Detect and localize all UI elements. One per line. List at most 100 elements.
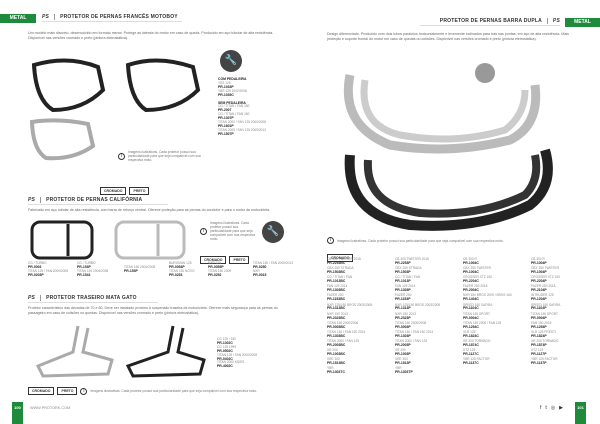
model-name: FAZER 250 2018	[463, 284, 488, 289]
section-description: Um modelo mais discreto, desenvolvido em…	[28, 31, 274, 40]
model-name: XRE 300	[395, 357, 408, 362]
model-name: CBX 250 STRADA	[327, 266, 354, 271]
model-name: NXR 150 2013	[395, 311, 416, 316]
product-code: PR-1303P	[395, 333, 411, 338]
model-name: NXR 150 BROS 2009 / BROS 160	[463, 293, 512, 298]
model-name: YBR 125 FACTOR	[463, 357, 490, 362]
instagram-icon[interactable]: ◎	[550, 405, 556, 411]
product-code: PR-1013P	[395, 279, 411, 284]
product-code: PR-1313BC	[327, 306, 346, 311]
model-name: TITAN 2000 / FAN 125	[395, 338, 428, 343]
youtube-icon[interactable]: ▶	[559, 405, 564, 411]
product-code: PR-1004C	[463, 270, 479, 275]
spec-heading: COM PEDALEIRA	[218, 77, 247, 81]
product-code: PR-1004P	[531, 260, 547, 265]
model-name: FAZER 250	[327, 293, 344, 298]
model-name: TITAN 150 / FAN 150 2014	[395, 329, 434, 334]
chrome-option-button[interactable]: CROMADO	[28, 387, 55, 395]
model-name: TITAN 150 2000 / FAN 125	[463, 320, 502, 325]
chrome-option-button[interactable]: CROMADO	[100, 187, 127, 195]
product-code: PR-2323P	[395, 315, 411, 320]
brand-logo: PS	[546, 18, 560, 24]
product-code: PR-1303BC	[327, 333, 346, 338]
social-links: f t ◎ ▶	[540, 405, 563, 411]
product-code: PR-1153P	[395, 297, 411, 302]
product-code: PR-1003BC	[327, 352, 346, 356]
section-header: PS PROTETOR DE PERNAS FRANCÊS MOTOBOY	[42, 14, 182, 22]
model-name: XR 200 TORNADO	[531, 338, 559, 343]
product-code: PR-1137P	[531, 361, 547, 366]
model-name: CB 300 TWISTER 2015	[395, 257, 429, 261]
product-code: PR-1204P	[531, 297, 547, 302]
product-image-california	[30, 220, 186, 260]
twitter-icon[interactable]: t	[545, 405, 547, 411]
chrome-option-button[interactable]: CROMADO	[327, 254, 354, 262]
info-icon: i	[80, 387, 88, 395]
chrome-option-button[interactable]: CROMADO	[200, 256, 227, 264]
product-code: PR-2003BC	[327, 342, 346, 347]
product-code: PR-1254C	[463, 324, 479, 329]
product-code: PR-1004P	[531, 270, 547, 275]
model-name: CBX 250 TWISTER	[463, 266, 491, 271]
product-code: PR-0004C	[463, 315, 479, 320]
model-name: XLR 125 PRESTI	[531, 329, 556, 334]
black-option-button[interactable]: PRETO	[229, 256, 250, 264]
model-name: FAN 125 2014	[327, 284, 348, 289]
product-code: PR-1303P	[395, 288, 411, 293]
black-option-button[interactable]: PRETO	[129, 187, 150, 195]
section-header: PS PROTETOR DE PERNAS CALIFÓRNIA	[28, 197, 168, 205]
product-code: PR-0004P	[531, 315, 547, 320]
section-title: PROTETOR DE PERNAS FRANCÊS MOTOBOY	[60, 14, 178, 20]
product-code: PR-2253BC	[327, 260, 346, 265]
page-number: 101	[575, 402, 586, 424]
facebook-icon[interactable]: f	[540, 405, 542, 411]
product-code: PR-1254P	[531, 324, 547, 329]
info-icon: i	[118, 152, 125, 160]
website-link[interactable]: WWW.PROTORK.COM	[30, 406, 71, 410]
model-name: FAN 150 2016	[531, 320, 552, 325]
section-title: PROTETOR DE PERNAS BARRA DUPLA	[439, 18, 542, 24]
model-name: CBX 250 STRADA	[395, 266, 422, 271]
black-option-button[interactable]: PRETO	[57, 387, 78, 395]
product-code: PR-0003BC	[327, 324, 346, 329]
model-name: CG / TITAN / FAN	[395, 275, 421, 280]
product-image-mata-gato	[35, 325, 206, 378]
product-code: PR-1127P	[531, 352, 547, 356]
info-icon: i	[327, 237, 334, 244]
